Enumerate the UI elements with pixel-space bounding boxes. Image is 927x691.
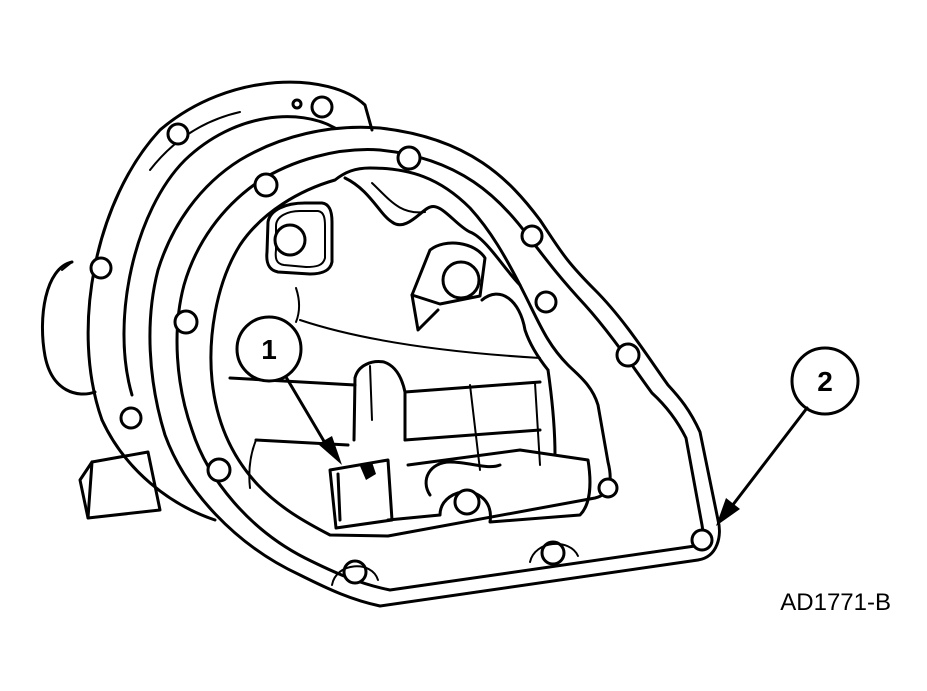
callout-1-leader bbox=[284, 375, 330, 450]
callout-2: 2 bbox=[716, 346, 860, 526]
callout-2-leader bbox=[730, 406, 809, 508]
callout-2-label: 2 bbox=[817, 366, 833, 397]
housing-body bbox=[41, 80, 374, 522]
housing-bolt-hole bbox=[291, 98, 303, 110]
center-boss-hole bbox=[441, 260, 481, 300]
callout-1-arrowhead bbox=[318, 436, 342, 465]
housing-bolt-hole bbox=[310, 95, 334, 119]
housing-bolt-hole bbox=[89, 256, 113, 280]
callout-1: 1 bbox=[235, 315, 342, 465]
gasket bbox=[148, 125, 721, 608]
housing-bolt-hole bbox=[119, 406, 143, 430]
callout-2-arrowhead bbox=[716, 498, 740, 526]
callout-2-circle bbox=[790, 346, 860, 416]
callout-1-circle bbox=[235, 315, 303, 383]
housing-bolt-hole bbox=[166, 122, 190, 146]
callout-1-label: 1 bbox=[261, 334, 277, 365]
case-interior bbox=[228, 176, 592, 530]
figure-id-label: AD1771-B bbox=[780, 589, 891, 616]
